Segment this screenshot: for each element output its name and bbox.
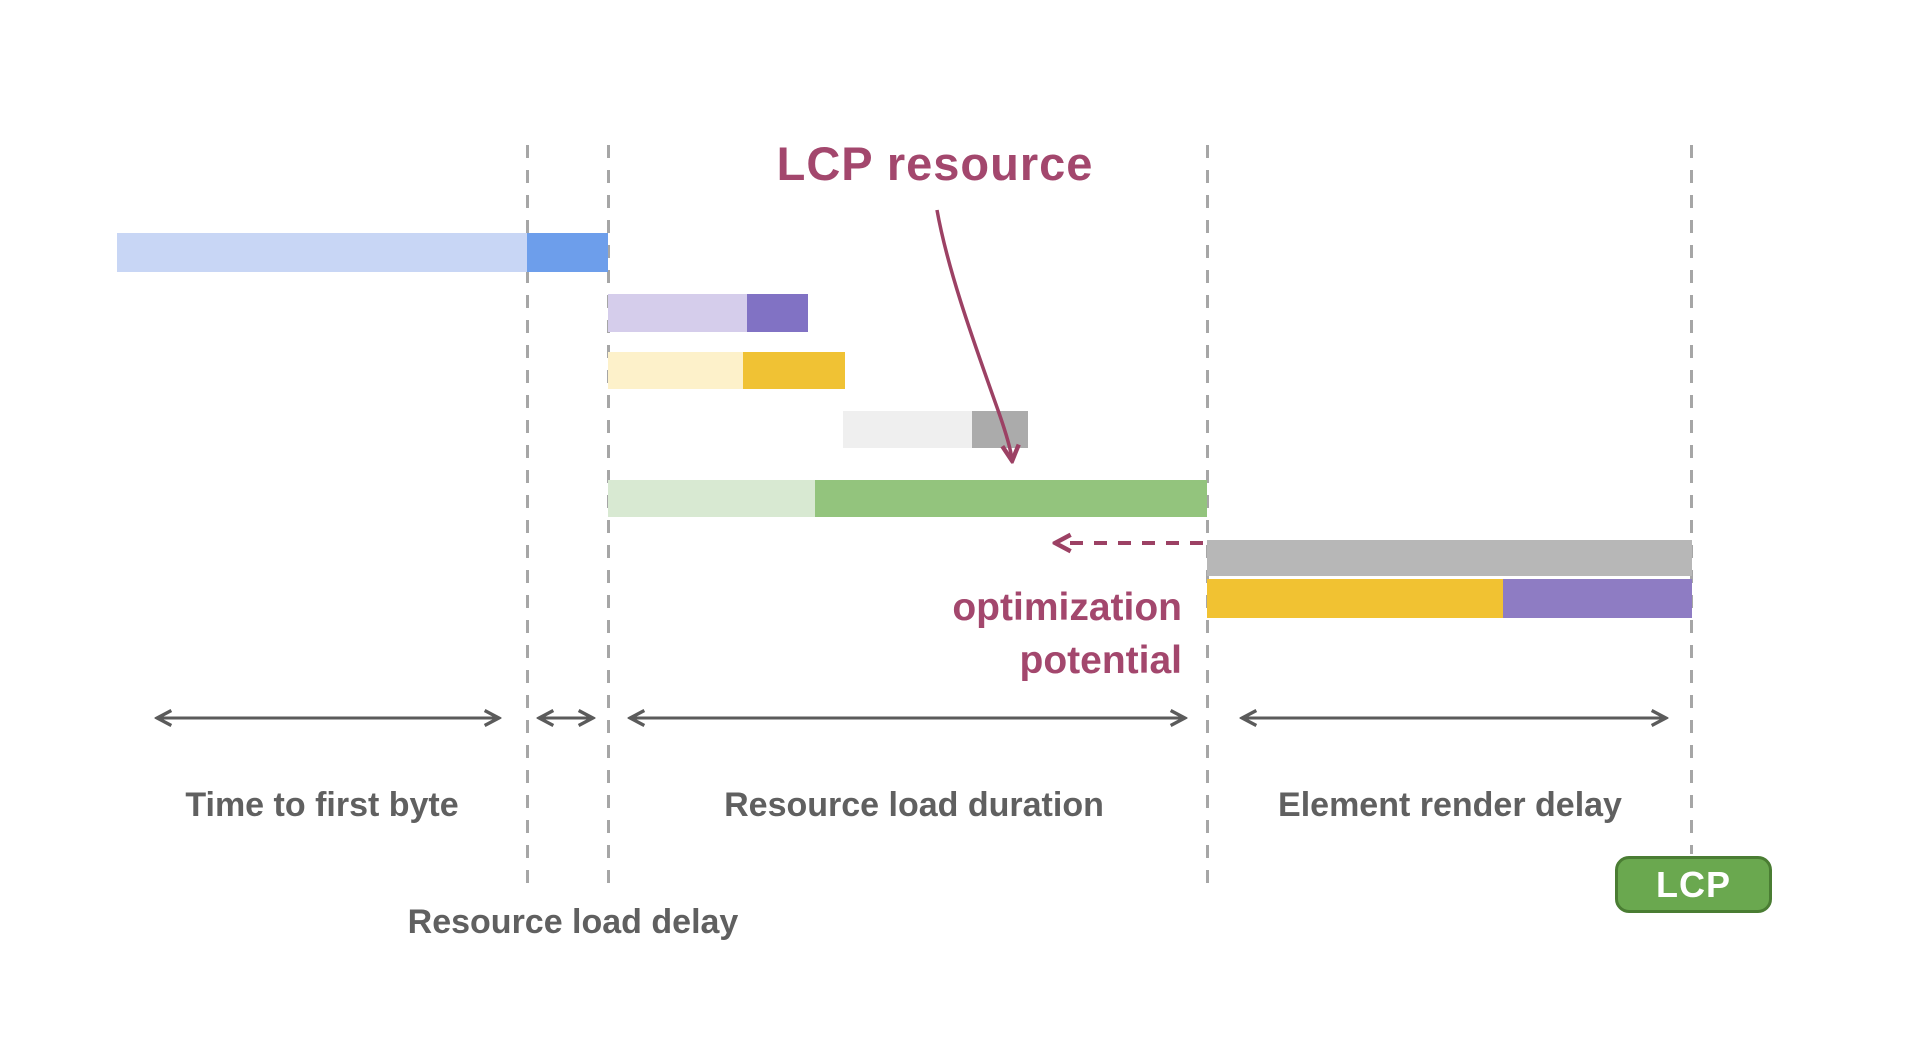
optimization-potential-line2: potential bbox=[1019, 639, 1183, 682]
resource-bar-yellow bbox=[608, 352, 845, 389]
lcp-resource-bar-segment bbox=[815, 480, 1207, 517]
resource-bar-purple-segment bbox=[747, 294, 808, 332]
resource-bar-yellow-segment bbox=[743, 352, 845, 389]
optimization-potential-line1: optimization bbox=[952, 586, 1182, 629]
resource-bar-gray bbox=[843, 411, 1028, 448]
dashed-guide-line bbox=[525, 145, 529, 890]
render-task-bar-gray bbox=[1207, 540, 1692, 576]
label-resource-load-delay: Resource load delay bbox=[407, 903, 739, 941]
render-task-bar-yellow-purple bbox=[1207, 579, 1692, 618]
label-time-to-first-byte: Time to first byte bbox=[185, 786, 459, 824]
label-element-render-delay: Element render delay bbox=[1278, 786, 1622, 824]
lcp-badge: LCP bbox=[1615, 856, 1772, 913]
resource-bar-gray-segment bbox=[972, 411, 1028, 448]
dashed-guide-line bbox=[606, 145, 610, 890]
resource-bar-gray-segment bbox=[843, 411, 972, 448]
label-resource-load-duration: Resource load duration bbox=[724, 786, 1104, 824]
lcp-resource-bar bbox=[608, 480, 1207, 517]
document-request-bar-segment bbox=[117, 233, 527, 272]
document-request-bar bbox=[117, 233, 608, 272]
dashed-guide-line bbox=[1689, 145, 1693, 854]
dashed-guide-line bbox=[1205, 145, 1209, 890]
render-task-bar-yellow-purple-segment bbox=[1503, 579, 1692, 618]
document-request-bar-segment bbox=[527, 233, 608, 272]
lcp-resource-bar-segment bbox=[608, 480, 815, 517]
render-task-bar-gray-segment bbox=[1207, 540, 1692, 576]
optimization-potential-annotation: optimization potential bbox=[952, 581, 1182, 687]
resource-bar-yellow-segment bbox=[608, 352, 743, 389]
resource-bar-purple-segment bbox=[608, 294, 747, 332]
lcp-resource-annotation: LCP resource bbox=[776, 137, 1094, 190]
render-task-bar-yellow-purple-segment bbox=[1207, 579, 1503, 618]
resource-bar-purple bbox=[608, 294, 808, 332]
